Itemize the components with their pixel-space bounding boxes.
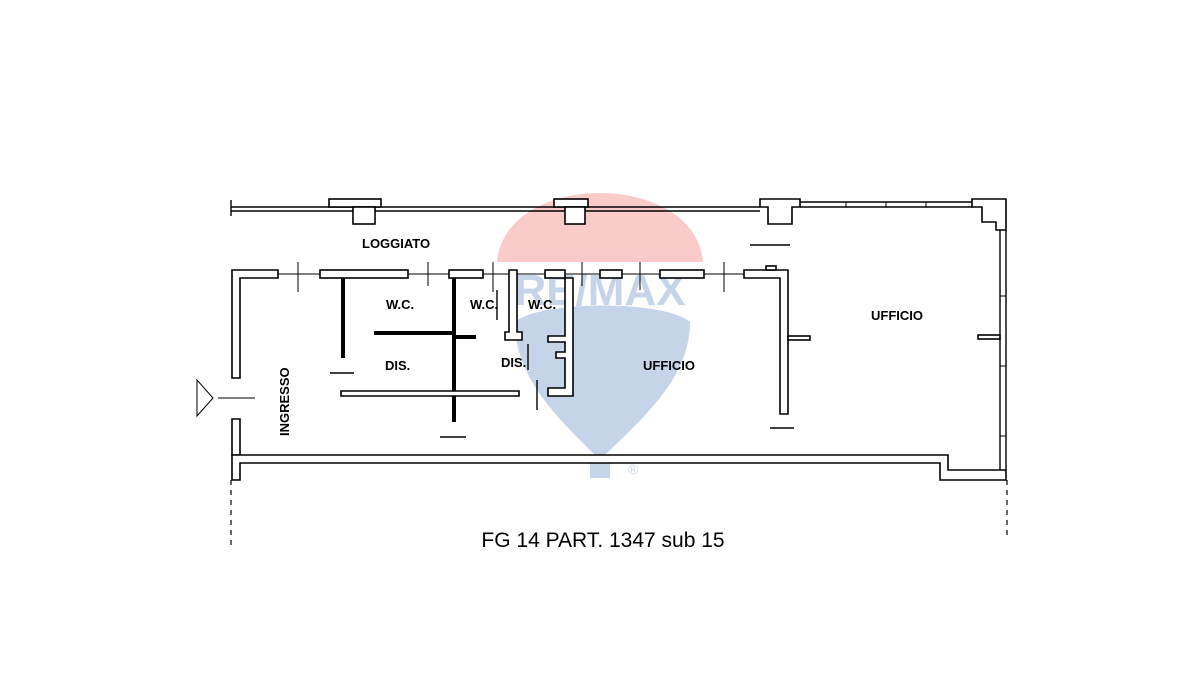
registered-mark: ® xyxy=(628,461,639,477)
cadastral-caption: FG 14 PART. 1347 sub 15 xyxy=(481,529,724,552)
room-label-wc-2: W.C. xyxy=(470,297,498,312)
interior-walls xyxy=(330,269,574,438)
upper-wall xyxy=(278,262,811,429)
room-label-wc-3: W.C. xyxy=(528,297,556,312)
room-label-dis-2: DIS. xyxy=(501,355,526,370)
room-label-dis-1: DIS. xyxy=(385,358,410,373)
remax-watermark: RE/MAX ® xyxy=(497,193,703,478)
balloon-basket xyxy=(590,460,610,478)
balloon-top-red xyxy=(497,193,703,262)
room-label-ufficio-2: UFFICIO xyxy=(871,308,923,323)
entrance-marker xyxy=(196,378,255,418)
room-label-ufficio-1: UFFICIO xyxy=(643,358,695,373)
room-label-ingresso: INGRESSO xyxy=(277,367,292,436)
outer-walls xyxy=(230,230,1008,550)
balloon-bottom-blue xyxy=(515,305,690,460)
loggia-outline xyxy=(230,198,1007,246)
room-label-loggiato: LOGGIATO xyxy=(362,236,430,251)
room-label-wc-1: W.C. xyxy=(386,297,414,312)
